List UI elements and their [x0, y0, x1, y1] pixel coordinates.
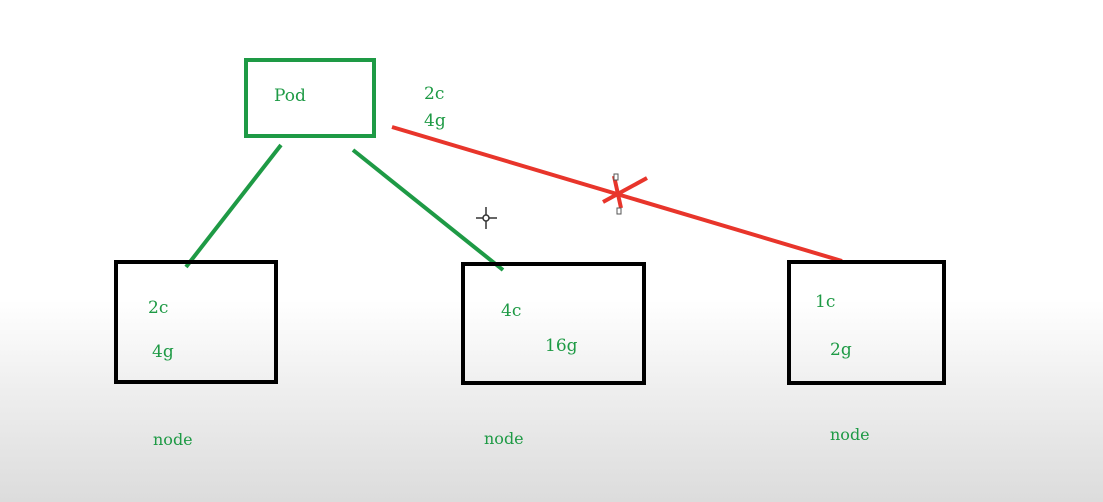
pod-cpu-request: 2c [424, 84, 445, 104]
node-3-label: node [830, 425, 870, 444]
node-1-cpu: 2c [148, 298, 169, 318]
node-3-cpu: 1c [815, 292, 836, 312]
fit-line-node-2 [351, 148, 505, 272]
node-2-cpu: 4c [501, 301, 522, 321]
node-box-3 [787, 260, 946, 385]
node-2-label: node [484, 429, 524, 448]
crosshair-icon [476, 207, 497, 229]
fit-line-node-1 [184, 143, 283, 269]
node-2-mem: 16g [545, 336, 578, 356]
node-1-label: node [153, 430, 193, 449]
pod-mem-request: 4g [424, 111, 446, 131]
node-box-2 [461, 262, 646, 385]
x-mark-icon [602, 173, 648, 215]
pod-box [244, 58, 376, 138]
pod-label: Pod [274, 86, 306, 106]
node-1-mem: 4g [152, 342, 174, 362]
node-3-mem: 2g [830, 340, 852, 360]
node-box-1 [114, 260, 278, 384]
